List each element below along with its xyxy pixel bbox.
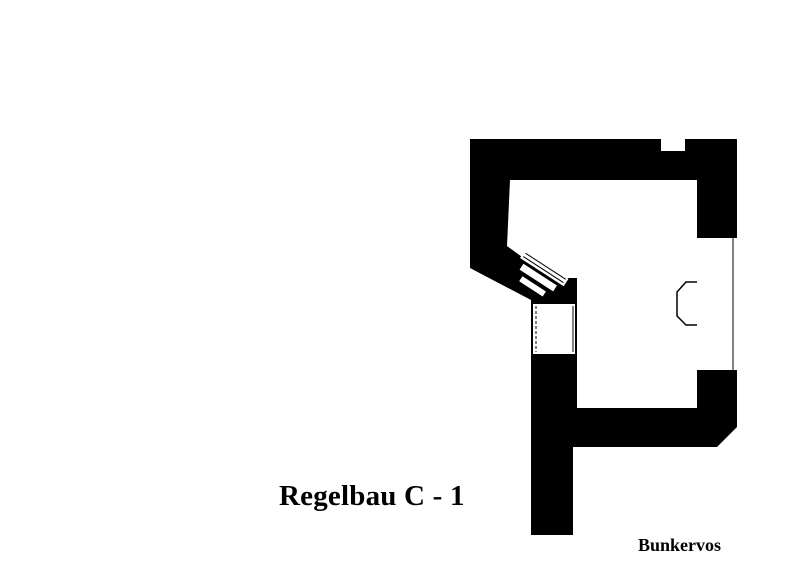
bunker-walls [470,139,737,535]
credit-label: Bunkervos [638,535,722,555]
plan-title: Regelbau C - 1 [279,480,465,512]
entrance-opening [533,304,575,354]
diagonal-embrasure [519,250,569,297]
right-opening-niche [676,281,697,326]
right-opening [697,238,737,370]
top-wall-notch [661,139,685,151]
